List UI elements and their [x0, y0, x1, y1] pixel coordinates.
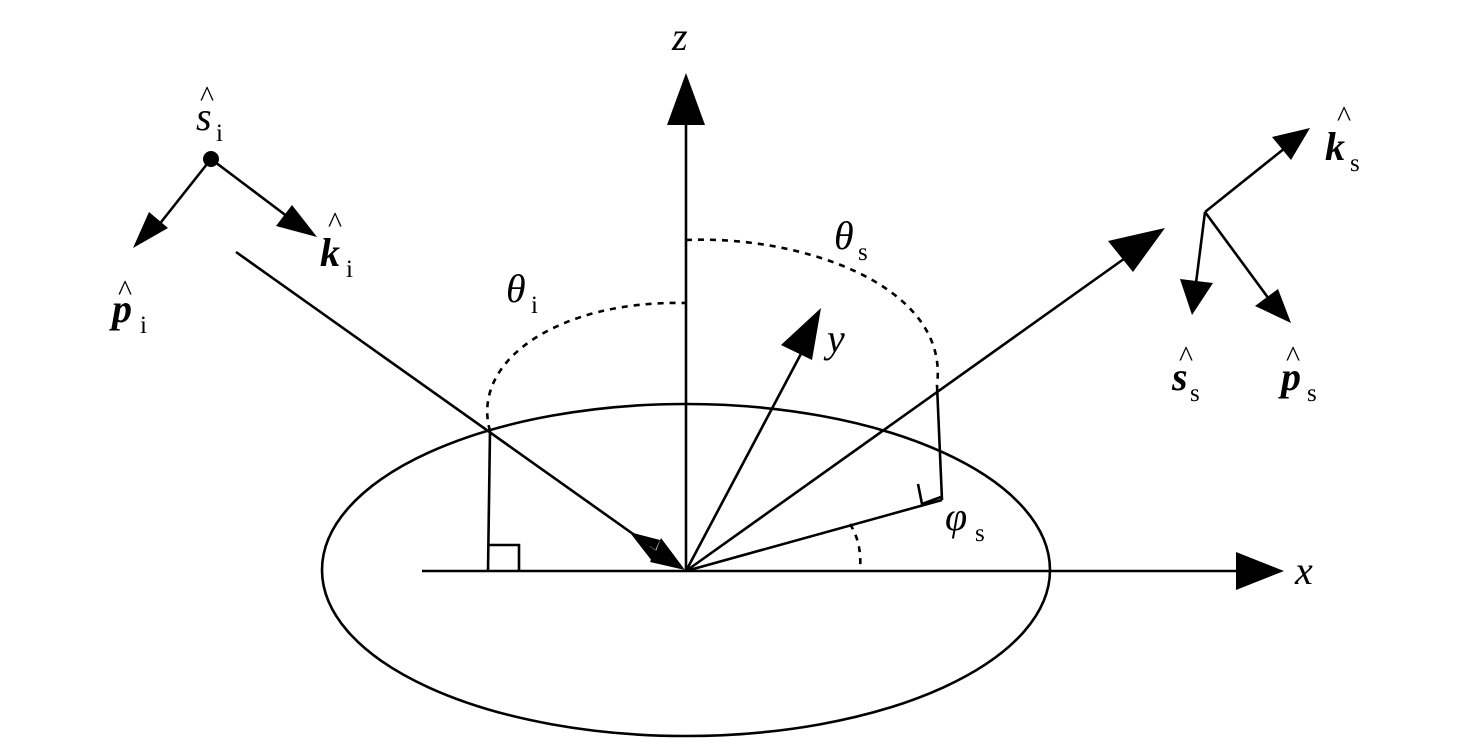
- svg-text:φ: φ: [945, 494, 967, 539]
- svg-text:^: ^: [118, 274, 132, 307]
- svg-text:θ: θ: [506, 266, 526, 311]
- p-hat-s-label: ^ p s: [1278, 340, 1317, 407]
- svg-text:s: s: [1190, 380, 1200, 407]
- y-axis: [684, 308, 821, 572]
- s-hat-s-label: ^ s s: [1171, 340, 1200, 407]
- svg-text:^: ^: [200, 80, 214, 113]
- svg-text:p: p: [109, 286, 132, 331]
- incident-drop-line: [486, 430, 492, 572]
- incident-right-angle-marker: [488, 543, 521, 571]
- svg-text:s: s: [196, 94, 212, 139]
- x-axis-label: x: [1294, 548, 1313, 593]
- svg-text:i: i: [216, 120, 223, 147]
- theta-s-label: θ s: [834, 213, 868, 266]
- svg-text:s: s: [1307, 380, 1317, 407]
- y-axis-label: y: [823, 316, 845, 361]
- svg-text:θ: θ: [834, 213, 854, 258]
- scattered-ray: [685, 228, 1165, 573]
- k-hat-i-label: ^ k i: [320, 206, 353, 283]
- svg-text:k: k: [320, 230, 340, 275]
- z-axis: [667, 73, 705, 571]
- p-hat-i-label: ^ p i: [109, 274, 147, 339]
- svg-text:^: ^: [1286, 340, 1300, 373]
- x-axis: [422, 552, 1284, 590]
- theta-i-label: θ i: [506, 266, 538, 319]
- svg-text:k: k: [1325, 124, 1345, 169]
- svg-text:s: s: [975, 520, 985, 547]
- svg-text:i: i: [346, 256, 353, 283]
- theta-s-arc: [685, 238, 940, 386]
- incident-triad: [133, 151, 317, 248]
- svg-text:^: ^: [328, 206, 342, 239]
- theta-i-arc: [486, 301, 687, 432]
- svg-text:s: s: [1171, 354, 1188, 399]
- svg-text:i: i: [140, 312, 147, 339]
- phi-s-arc: [848, 523, 862, 572]
- k-hat-s-label: ^ k s: [1325, 100, 1360, 177]
- s-hat-i-label: ^ s i: [196, 80, 223, 147]
- scattered-drop-line: [935, 384, 944, 501]
- scattered-right-angle-marker: [916, 483, 942, 506]
- incident-ray: [235, 250, 685, 570]
- svg-text:^: ^: [1179, 340, 1193, 373]
- svg-text:s: s: [858, 239, 868, 266]
- phi-s-label: φ s: [945, 494, 985, 547]
- z-axis-label: z: [671, 14, 688, 59]
- scattered-ground-projection: [685, 498, 943, 573]
- svg-text:p: p: [1278, 354, 1301, 399]
- scattered-triad: [1180, 128, 1310, 323]
- svg-text:i: i: [531, 292, 538, 319]
- svg-text:^: ^: [1337, 100, 1351, 133]
- svg-text:s: s: [1350, 150, 1360, 177]
